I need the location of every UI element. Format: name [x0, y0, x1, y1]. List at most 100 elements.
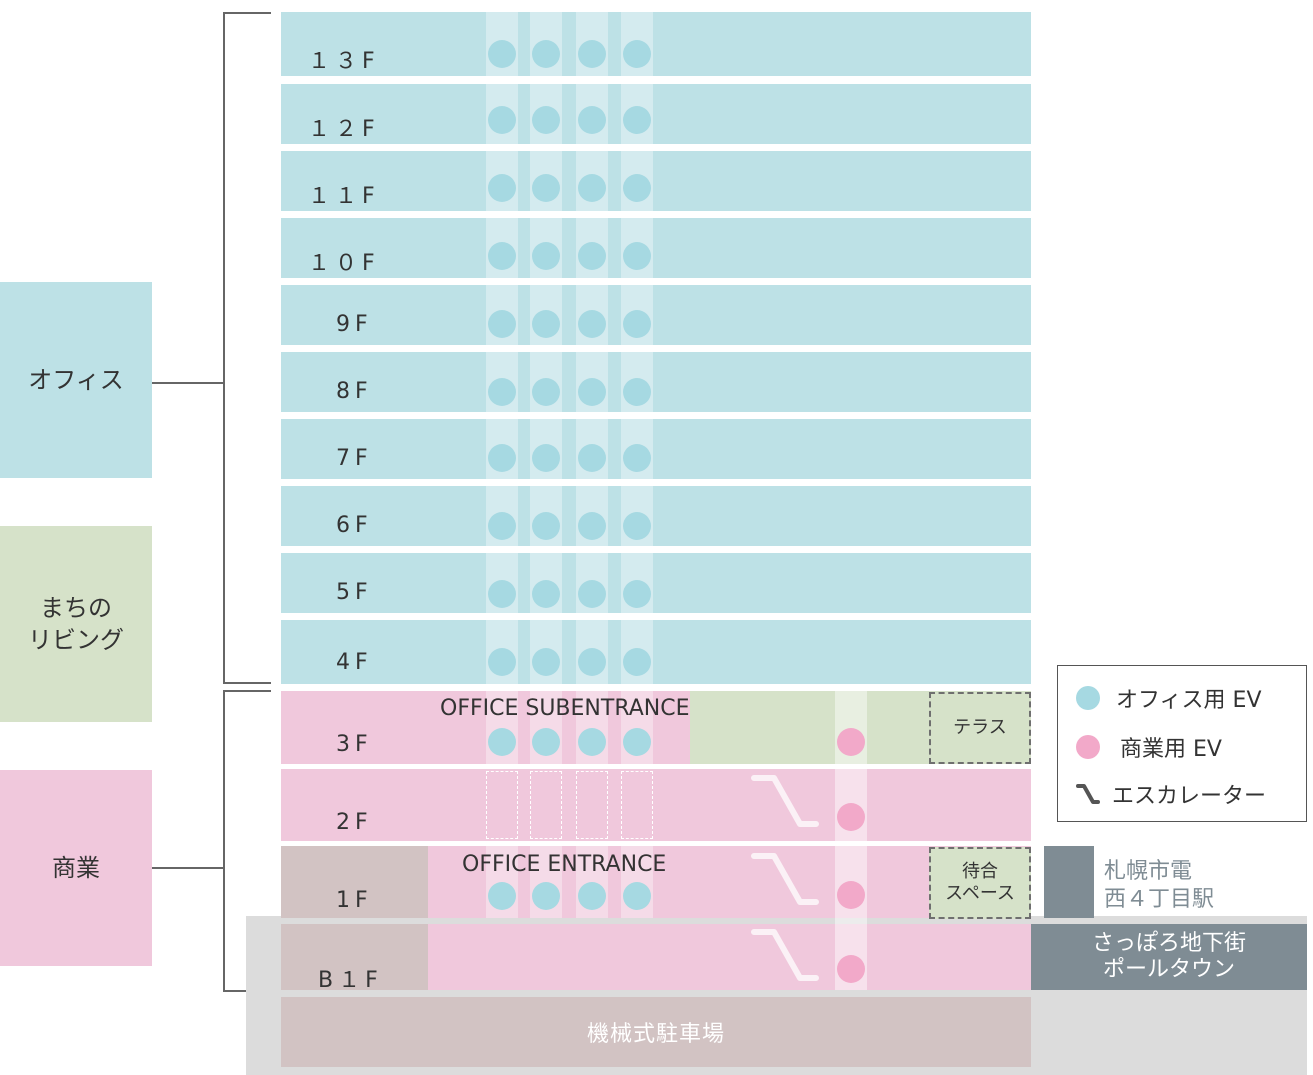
office-bracket-top: [223, 12, 271, 14]
office-ev-dot: [532, 106, 560, 134]
office-connector-line: [152, 382, 224, 384]
floor-8f: [281, 352, 1031, 412]
office-bracket-vertical: [223, 12, 225, 683]
office-ev-passthrough-1: [486, 771, 518, 839]
floor-12f: [281, 84, 1031, 144]
waiting-space-label-1: 待合: [962, 861, 998, 882]
tram-station-marker: [1044, 846, 1094, 918]
commercial-ev-dot-2f: [837, 803, 865, 831]
office-ev-dot: [488, 106, 516, 134]
office-ev-dot: [488, 882, 516, 910]
office-entrance-label: OFFICE ENTRANCE: [462, 852, 667, 877]
floor-label-b1f: B１F: [318, 968, 383, 993]
category-office: オフィス: [0, 282, 152, 478]
underground-mall-label-2: ポールタウン: [1102, 957, 1235, 982]
office-ev-dot: [623, 728, 651, 756]
category-living: まちの リビング: [0, 526, 152, 722]
floor-label-4f: 4F: [336, 650, 373, 675]
terrace-area: テラス: [929, 692, 1031, 764]
parking-area: 機械式駐車場: [281, 997, 1031, 1067]
office-ev-dot: [623, 882, 651, 910]
floor-label-9f: 9F: [336, 312, 373, 337]
legend-commercial-ev-label: 商業用 EV: [1120, 737, 1222, 762]
category-living-label-2: リビング: [28, 626, 124, 654]
office-ev-dot: [532, 882, 560, 910]
office-ev-dot: [488, 580, 516, 608]
office-ev-dot: [578, 310, 606, 338]
office-ev-dot: [488, 242, 516, 270]
office-ev-dot: [578, 580, 606, 608]
floor-4f: [281, 620, 1031, 684]
escalator-icon-1f: [751, 853, 819, 905]
floor-3f-commercial: [281, 691, 691, 764]
office-ev-dot: [623, 648, 651, 676]
office-ev-dot: [578, 40, 606, 68]
floor-7f: [281, 419, 1031, 479]
floor-label-11f: １１F: [308, 184, 380, 209]
floor-label-8f: 8F: [336, 379, 373, 404]
commercial-bracket-vertical: [223, 690, 225, 992]
commercial-ev-dot-b1f: [837, 955, 865, 983]
commercial-ev-dot-3f: [837, 728, 865, 756]
office-ev-dot: [488, 648, 516, 676]
office-ev-dot: [578, 444, 606, 472]
office-ev-passthrough-2: [530, 771, 562, 839]
floor-b1f-commercial: [428, 924, 1031, 990]
floor-label-13f: １３F: [308, 49, 380, 74]
office-ev-dot: [488, 174, 516, 202]
commercial-ev-dot-1f: [837, 881, 865, 909]
underground-mall: さっぽろ地下街 ポールタウン: [1031, 924, 1307, 990]
office-ev-dot: [578, 882, 606, 910]
tram-station-label-1: 札幌市電: [1104, 859, 1193, 884]
office-ev-dot: [488, 378, 516, 406]
waiting-space-label-2: スペース: [945, 883, 1015, 904]
office-ev-dot: [532, 444, 560, 472]
legend-commercial-ev: 商業用 EV: [1076, 731, 1222, 763]
office-ev-dot: [578, 512, 606, 540]
commercial-connector-line: [152, 867, 224, 869]
office-ev-dot: [623, 106, 651, 134]
parking-label: 機械式駐車場: [586, 1022, 725, 1047]
office-ev-dot: [623, 512, 651, 540]
office-ev-dot: [623, 174, 651, 202]
floor-1f-entrance: [281, 846, 429, 918]
category-commercial: 商業: [0, 770, 152, 966]
escalator-legend-icon: [1076, 784, 1100, 804]
floor-5f: [281, 553, 1031, 613]
office-ev-dot: [532, 378, 560, 406]
waiting-space-area: 待合 スペース: [929, 847, 1031, 919]
office-ev-dot: [532, 40, 560, 68]
floor-label-2f: 2F: [336, 810, 373, 835]
floor-10f: [281, 218, 1031, 278]
office-ev-dot: [488, 444, 516, 472]
office-ev-dot: [578, 106, 606, 134]
escalator-icon-b1f: [751, 929, 819, 981]
legend-escalator-label: エスカレーター: [1112, 784, 1267, 809]
office-ev-dot: [623, 40, 651, 68]
escalator-icon-2f: [751, 775, 819, 827]
office-ev-dot: [532, 174, 560, 202]
category-office-label: オフィス: [28, 366, 124, 394]
office-ev-dot: [532, 512, 560, 540]
office-ev-dot: [623, 242, 651, 270]
floor-label-1f: 1F: [336, 888, 373, 913]
floor-label-6f: 6F: [336, 513, 373, 538]
office-ev-dot: [488, 40, 516, 68]
legend-office-ev: オフィス用 EV: [1076, 682, 1262, 714]
office-ev-dot: [488, 728, 516, 756]
office-ev-dot: [578, 728, 606, 756]
office-subentrance-label: OFFICE SUBENTRANCE: [440, 696, 690, 721]
floor-label-12f: １２F: [308, 117, 380, 142]
office-ev-dot: [623, 580, 651, 608]
office-ev-dot: [623, 310, 651, 338]
office-ev-dot: [578, 174, 606, 202]
office-ev-passthrough-4: [621, 771, 653, 839]
office-ev-dot: [532, 580, 560, 608]
floor-6f: [281, 486, 1031, 546]
office-ev-dot: [532, 648, 560, 676]
office-ev-dot: [488, 310, 516, 338]
category-commercial-label: 商業: [52, 854, 100, 882]
floor-label-10f: １０F: [308, 251, 380, 276]
floor-label-5f: 5F: [336, 580, 373, 605]
legend-office-ev-label: オフィス用 EV: [1116, 688, 1262, 713]
